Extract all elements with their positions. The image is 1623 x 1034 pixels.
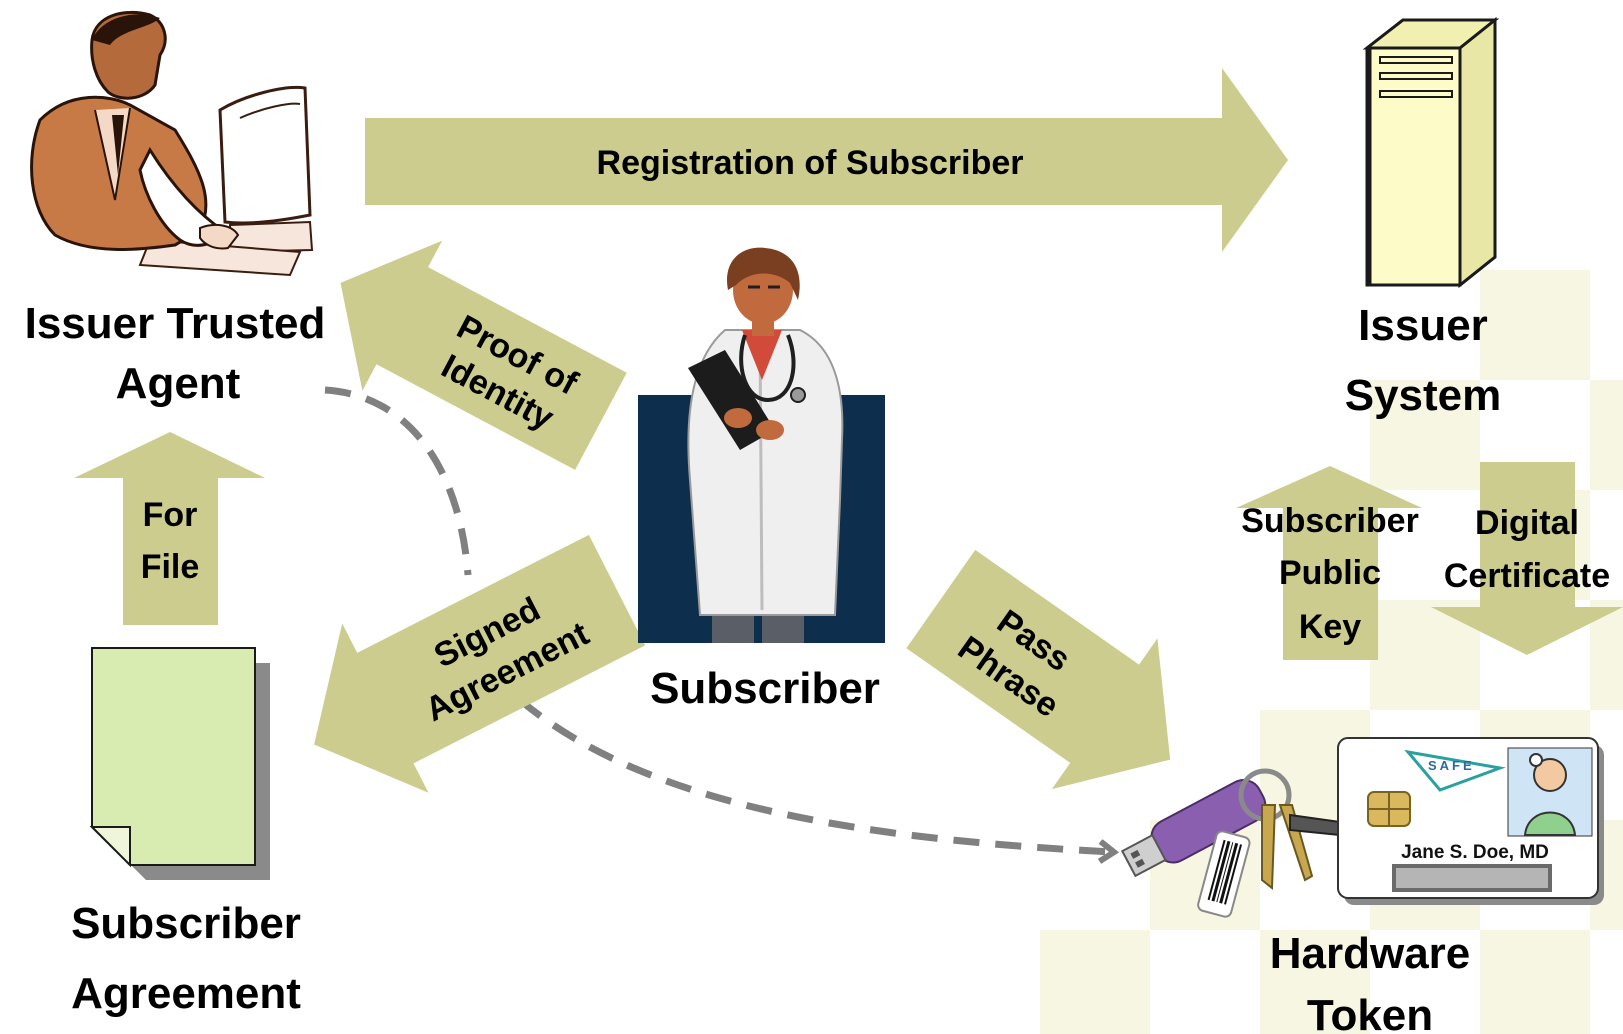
- token-dashed-line: [517, 697, 1112, 852]
- smart-card-and-usb-key-icon: SAFE Jane S. Doe, MD: [1120, 737, 1604, 918]
- public-key-arrow: Subscriber Public Key: [1236, 466, 1422, 660]
- doctor-icon: [638, 247, 885, 643]
- signed-agreement-dashed-line: [324, 386, 472, 576]
- registration-arrow: Registration of Subscriber: [365, 68, 1288, 252]
- card-name: Jane S. Doe, MD: [1401, 842, 1549, 863]
- server-tower-icon: [1362, 16, 1500, 289]
- for-file-line2: File: [141, 548, 200, 586]
- for-file-line1: For: [143, 496, 198, 534]
- public-key-line1: Subscriber: [1241, 502, 1419, 540]
- digital-certificate-arrow: Digital Certificate: [1431, 462, 1623, 655]
- registration-arrow-label: Registration of Subscriber: [597, 144, 1024, 182]
- document-icon: [89, 647, 270, 880]
- proof-of-identity-arrow: Proof of Identity: [340, 240, 627, 470]
- public-key-line3: Key: [1299, 608, 1361, 646]
- certificate-line1: Digital: [1475, 504, 1579, 542]
- card-logo: SAFE: [1428, 758, 1475, 773]
- issuer-system-label-line1: Issuer: [1358, 301, 1488, 350]
- hardware-token-label-line2: Token: [1307, 991, 1433, 1034]
- for-file-arrow: For File: [74, 432, 265, 625]
- pass-phrase-arrow: Pass Phrase: [906, 549, 1171, 790]
- public-key-line2: Public: [1279, 554, 1381, 592]
- issuer-agent-label-line1: Issuer Trusted: [25, 299, 326, 348]
- person-at-computer-icon: [30, 11, 314, 277]
- issuer-system-label-line2: System: [1345, 371, 1502, 420]
- hardware-token-label-line1: Hardware: [1270, 929, 1471, 978]
- agreement-label-line1: Subscriber: [71, 899, 301, 948]
- issuer-agent-label-line2: Agent: [116, 359, 241, 408]
- agreement-label-line2: Agreement: [71, 969, 301, 1018]
- certificate-line2: Certificate: [1444, 557, 1610, 595]
- subscriber-label: Subscriber: [650, 664, 880, 713]
